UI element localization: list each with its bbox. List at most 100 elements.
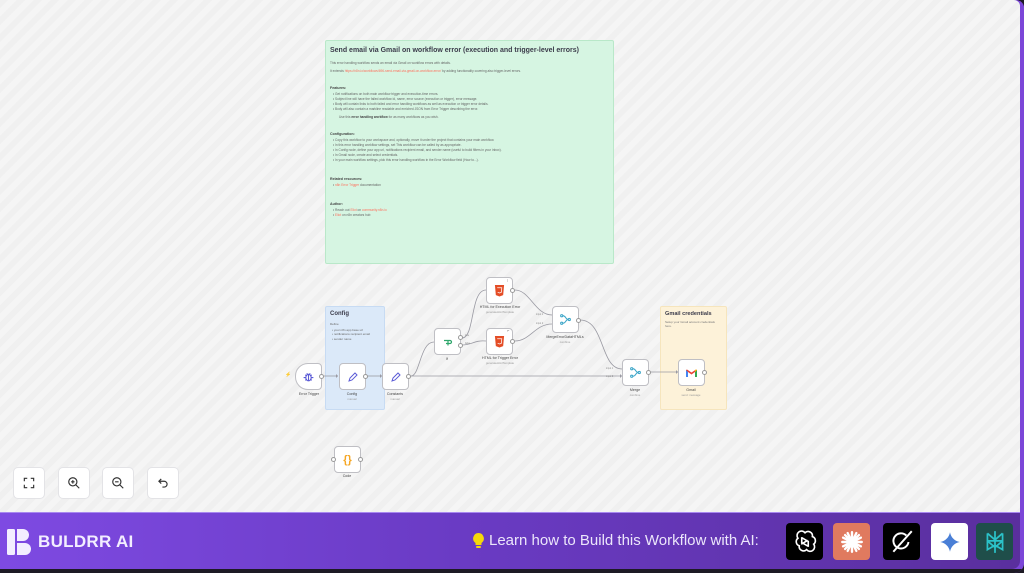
- node-merge-error-data-htmls[interactable]: [552, 306, 579, 333]
- sticky-note-description[interactable]: Send email via Gmail on workflow error (…: [325, 40, 614, 264]
- grok-button[interactable]: [883, 523, 920, 560]
- port-label: true: [465, 334, 470, 337]
- html5-icon: [494, 336, 505, 348]
- output-port[interactable]: [319, 374, 324, 379]
- sticky-title: Send email via Gmail on workflow error (…: [330, 47, 579, 54]
- node-if[interactable]: [434, 328, 461, 355]
- learn-text: Learn how to Build this Workflow with AI…: [489, 532, 759, 549]
- output-port[interactable]: [510, 339, 515, 344]
- node-label: Gmail: [686, 388, 696, 392]
- node-label: If: [446, 357, 448, 361]
- node-html-trigger-error[interactable]: [486, 328, 513, 355]
- perplexity-button[interactable]: [976, 523, 1013, 560]
- port-label: false: [465, 342, 471, 345]
- gemini-button[interactable]: [931, 523, 968, 560]
- config-bullet: your n8n app base url: [332, 328, 380, 332]
- output-port-true[interactable]: [458, 335, 463, 340]
- author-item: Eliot on n8n creators hub: [333, 213, 609, 218]
- sticky-config-list: your n8n app base url notifications reci…: [330, 328, 380, 341]
- author-heading: Author:: [330, 202, 343, 206]
- node-html-execution-error[interactable]: [486, 277, 513, 304]
- configuration-list: Copy this workflow to your workspace and…: [330, 138, 609, 163]
- node-label: Error Trigger: [298, 392, 320, 396]
- config-item: In Gmail node, create and select credent…: [333, 153, 609, 158]
- zoom-out-button[interactable]: [102, 467, 134, 499]
- author-list: Reach out Eliot on community.n8n.io Elio…: [330, 208, 609, 218]
- output-port[interactable]: [510, 288, 515, 293]
- html5-icon: [494, 285, 505, 297]
- node-label: Merge: [629, 388, 641, 392]
- output-port[interactable]: [702, 370, 707, 375]
- feature-item: Body will also contain a markline readab…: [333, 107, 609, 112]
- feature-item: Get notifications on both main workflow …: [333, 92, 609, 97]
- node-subtitle: combine: [629, 393, 641, 397]
- frame-edge: [1020, 0, 1024, 573]
- output-port[interactable]: [363, 374, 368, 379]
- output-port[interactable]: [358, 457, 363, 462]
- related-item: n8n Error Trigger documentation: [333, 183, 609, 188]
- output-port[interactable]: [406, 374, 411, 379]
- node-subtitle: send: message: [681, 393, 701, 397]
- pencil-icon: [347, 371, 358, 382]
- node-subtitle: generateHtmlTemplate: [485, 361, 515, 365]
- config-bullet: sender name: [332, 337, 380, 341]
- chatgpt-button[interactable]: [786, 523, 823, 560]
- node-constants[interactable]: [382, 363, 409, 390]
- claude-icon: [840, 530, 863, 553]
- output-port[interactable]: [646, 370, 651, 375]
- features-heading: Features:: [330, 86, 347, 90]
- input-port[interactable]: [331, 457, 336, 462]
- node-gmail[interactable]: [678, 359, 705, 386]
- gemini-icon: [939, 531, 960, 552]
- config-item: In your main workflow settings, pick thi…: [333, 158, 609, 163]
- brand-name: BULDRR AI: [38, 532, 134, 551]
- node-badge: ⁝: [507, 278, 509, 283]
- sticky-note-config[interactable]: Config Define your n8n app base url noti…: [325, 306, 385, 410]
- node-badge: ⌐: [507, 328, 510, 333]
- node-label: MergeErrorDataHTMLs: [546, 335, 584, 339]
- config-bullet: notifications recipient email: [332, 332, 380, 336]
- node-label: Config: [346, 392, 358, 396]
- features-list: Get notifications on both main workflow …: [330, 92, 609, 112]
- extends-link[interactable]: https://n8n.io/workflows/696-send-email-…: [344, 69, 442, 73]
- grok-icon: [891, 530, 912, 552]
- fullscreen-icon: [23, 477, 35, 489]
- node-label: Constants: [386, 392, 404, 396]
- config-item: Copy this workflow to your workspace and…: [333, 138, 609, 143]
- author-link[interactable]: Eliot: [335, 213, 342, 217]
- config-item: In this error handling workflow settings…: [333, 143, 609, 148]
- node-error-trigger[interactable]: [295, 363, 322, 390]
- sticky-extends: It extends https://n8n.io/workflows/696-…: [330, 69, 521, 73]
- port-label: input 2: [606, 375, 614, 378]
- bug-icon: [303, 373, 314, 382]
- sticky-note-gmail-credentials[interactable]: Gmail credentials Setup your Gmail accou…: [660, 306, 727, 410]
- workflow-canvas[interactable]: Send email via Gmail on workflow error (…: [0, 0, 1020, 512]
- zoom-in-button[interactable]: [58, 467, 90, 499]
- fit-view-button[interactable]: [13, 467, 45, 499]
- node-code[interactable]: {}: [334, 446, 361, 473]
- node-subtitle: generateHtmlTemplate: [485, 310, 515, 314]
- port-label: input 1: [606, 367, 614, 370]
- node-subtitle: combine: [559, 340, 571, 344]
- feature-item: Subject line will have the failed workfl…: [333, 97, 609, 102]
- brand[interactable]: BULDRR AI: [7, 529, 134, 555]
- sticky-gmail-body: Setup your Gmail account credentials her…: [665, 320, 715, 329]
- undo-icon: [158, 478, 168, 488]
- community-link[interactable]: community.n8n.io: [361, 208, 387, 212]
- undo-button[interactable]: [147, 467, 179, 499]
- output-port[interactable]: [576, 318, 581, 323]
- zoom-in-icon: [68, 477, 80, 489]
- node-config[interactable]: [339, 363, 366, 390]
- claude-button[interactable]: [833, 523, 870, 560]
- chatgpt-icon: [794, 529, 816, 552]
- zoom-out-icon: [112, 477, 124, 489]
- sticky-intro: This error handling workflow sends an em…: [330, 61, 451, 65]
- node-subtitle: manual: [390, 397, 400, 401]
- output-port-false[interactable]: [458, 343, 463, 348]
- sticky-gmail-title: Gmail credentials: [665, 311, 712, 317]
- author-link[interactable]: Eliot: [350, 208, 357, 212]
- related-link[interactable]: n8n Error Trigger: [335, 183, 360, 187]
- node-merge[interactable]: [622, 359, 649, 386]
- code-braces-icon: {}: [343, 453, 352, 466]
